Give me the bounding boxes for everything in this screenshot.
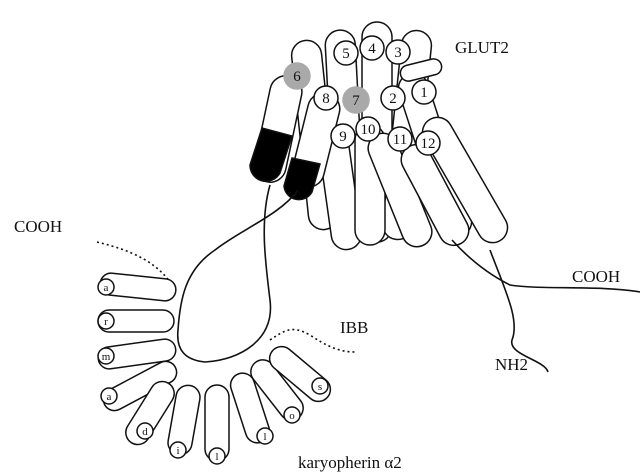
glut2-cytoplasmic-loop — [178, 185, 298, 362]
glut2-helix-label-8: 8 — [314, 86, 338, 110]
cooh-left-label: COOH — [14, 217, 62, 236]
arm-label-l2: l — [257, 428, 273, 444]
svg-text:d: d — [142, 426, 148, 438]
arm-label-i: i — [170, 442, 186, 458]
glut2-nh2-tail — [490, 250, 548, 372]
glut2-helix-label-9: 9 — [331, 124, 355, 148]
glut2-helix-label-2: 2 — [381, 86, 405, 110]
svg-text:11: 11 — [393, 132, 407, 148]
glut2-helix-label-12: 12 — [416, 131, 440, 155]
glut2-helix-label-1: 1 — [412, 80, 436, 104]
svg-text:a: a — [104, 282, 109, 294]
arm-label-d: d — [137, 423, 153, 439]
svg-text:i: i — [176, 445, 179, 457]
cooh-right-label: COOH — [572, 267, 620, 286]
arm-label-o: o — [284, 407, 300, 423]
svg-text:a: a — [107, 391, 112, 403]
glut2-label: GLUT2 — [455, 38, 509, 57]
svg-text:9: 9 — [339, 129, 347, 145]
svg-text:r: r — [104, 316, 108, 328]
glut2-helix-label-11: 11 — [388, 127, 412, 151]
glut2-helix-label-3: 3 — [386, 40, 410, 64]
glut2-helix-label-4: 4 — [360, 36, 384, 60]
svg-text:6: 6 — [293, 69, 301, 85]
arm-label-r: r — [98, 313, 114, 329]
arm-label-a1: a — [98, 279, 114, 295]
arm-label-m: m — [98, 348, 114, 364]
glut2-helix-label-5: 5 — [334, 41, 358, 65]
arm-label-l1: l — [209, 448, 225, 464]
svg-text:7: 7 — [352, 93, 360, 109]
nh2-label: NH2 — [495, 355, 528, 374]
svg-text:10: 10 — [361, 122, 376, 138]
karyopherin-label: karyopherin α2 — [298, 453, 402, 472]
svg-text:4: 4 — [368, 41, 376, 57]
arm-label-s: s — [312, 378, 328, 394]
svg-text:l: l — [215, 451, 218, 463]
glut2-helix-label-6: 6 — [284, 63, 310, 89]
svg-text:8: 8 — [322, 91, 330, 107]
ibb-label: IBB — [340, 318, 368, 337]
svg-text:3: 3 — [394, 45, 402, 61]
svg-text:5: 5 — [342, 46, 350, 62]
glut2-helix-label-10: 10 — [356, 117, 380, 141]
svg-text:l: l — [263, 431, 266, 443]
karyopherin-arc: a r m a d i l l o s — [97, 242, 355, 464]
arm-label-a2: a — [101, 388, 117, 404]
svg-text:1: 1 — [420, 85, 428, 101]
glut2-helix-6-black — [250, 128, 292, 181]
svg-text:o: o — [289, 410, 295, 422]
svg-text:12: 12 — [421, 136, 436, 152]
svg-text:2: 2 — [389, 91, 397, 107]
svg-text:s: s — [318, 381, 322, 393]
svg-text:m: m — [102, 351, 111, 363]
glut2-helix-label-7: 7 — [343, 87, 369, 113]
